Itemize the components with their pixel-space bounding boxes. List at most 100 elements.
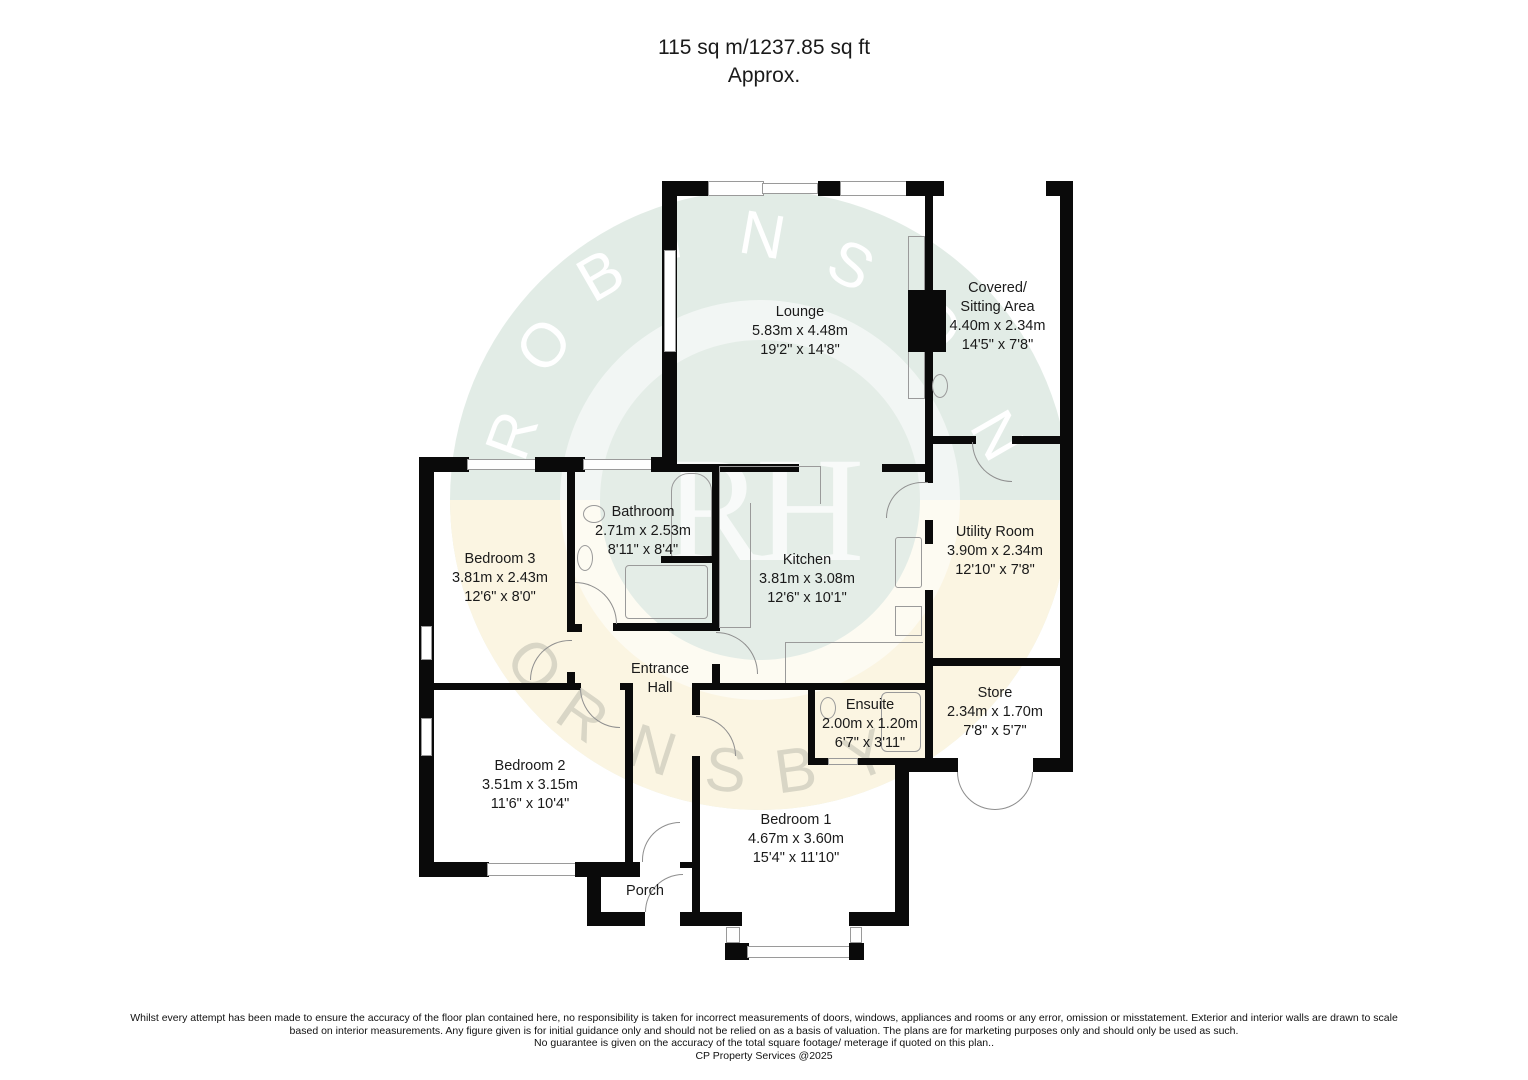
wall — [808, 686, 815, 764]
wall — [1012, 436, 1062, 444]
room-name: Covered/ — [968, 280, 1027, 296]
wall — [858, 758, 898, 765]
room-metric: 2.34m x 1.70m — [947, 704, 1043, 720]
disclaimer-line-2: based on interior measurements. Any figu… — [289, 1024, 1239, 1037]
room-name-line2: Sitting Area — [960, 299, 1035, 315]
window — [664, 250, 676, 352]
room-label-ensuite: Ensuite 2.00m x 1.20m 6'7" x 3'11" — [812, 696, 928, 753]
approx-label: Approx. — [727, 64, 801, 87]
disclaimer: Whilst every attempt has been made to en… — [0, 1012, 1528, 1062]
room-imperial: 6'7" x 3'11" — [834, 735, 906, 751]
room-metric: 3.90m x 2.34m — [947, 543, 1043, 559]
door-swing — [696, 716, 736, 756]
room-name: Porch — [626, 883, 664, 899]
copyright: CP Property Services @2025 — [695, 1049, 833, 1062]
wall — [930, 758, 958, 772]
room-label-bathroom: Bathroom 2.71m x 2.53m 8'11" x 8'4" — [583, 503, 703, 560]
room-label-covered-sitting-area: Covered/ Sitting Area 4.40m x 2.34m 14'5… — [930, 279, 1065, 355]
window — [708, 181, 764, 196]
wall — [925, 520, 933, 544]
store-door-right — [995, 772, 1033, 810]
wall — [925, 686, 933, 772]
door-swing — [575, 582, 617, 624]
room-label-store: Store 2.34m x 1.70m 7'8" x 5'7" — [932, 684, 1058, 741]
store-door-left — [957, 772, 995, 810]
window — [726, 927, 740, 943]
wall — [661, 556, 716, 563]
counter — [785, 642, 923, 688]
counter — [719, 503, 751, 628]
window — [467, 459, 537, 470]
toilet — [583, 505, 605, 523]
ensuite-door-frame — [828, 758, 858, 765]
door-swing — [886, 482, 928, 518]
room-imperial: 8'11" x 8'4" — [607, 542, 679, 558]
wall — [625, 683, 633, 863]
disclaimer-line-3: No guarantee is given on the accuracy of… — [534, 1037, 994, 1049]
window — [850, 927, 862, 943]
room-imperial: 12'10" x 7'8" — [955, 562, 1035, 578]
room-metric: 3.81m x 2.43m — [452, 570, 548, 586]
room-label-porch: Porch — [615, 882, 675, 901]
room-label-bedroom-1: Bedroom 1 4.67m x 3.60m 15'4" x 11'10" — [736, 811, 856, 868]
wall — [930, 436, 976, 444]
wall — [587, 912, 645, 926]
window — [487, 863, 577, 876]
wall — [692, 756, 700, 926]
wall — [930, 658, 1062, 666]
shower — [881, 692, 921, 752]
door-swing — [530, 640, 572, 680]
room-label-kitchen: Kitchen 3.81m x 3.08m 12'6" x 10'1" — [747, 551, 867, 608]
shower-tray — [625, 565, 708, 619]
wall — [567, 470, 575, 632]
wall — [712, 664, 720, 688]
room-imperial: 7'8" x 5'7" — [963, 723, 1027, 739]
room-name: Ensuite — [845, 697, 895, 713]
room-imperial: 11'6" x 10'4" — [490, 796, 570, 812]
room-name: Bedroom 2 — [494, 758, 566, 774]
room-metric: 5.83m x 4.48m — [752, 323, 848, 339]
wall — [680, 862, 694, 868]
room-metric: 2.71m x 2.53m — [595, 523, 691, 539]
room-name: Kitchen — [782, 552, 832, 568]
room-label-entrance-hall: Entrance Hall — [620, 660, 700, 698]
room-name: Bedroom 1 — [760, 812, 832, 828]
toilet — [820, 697, 836, 719]
door-swing — [972, 442, 1012, 482]
wall — [535, 457, 585, 472]
room-imperial: 12'6" x 8'0" — [464, 589, 536, 605]
wall — [419, 457, 434, 875]
room-name: Bathroom — [611, 504, 675, 520]
wall — [925, 440, 933, 483]
wall — [818, 181, 842, 196]
room-imperial: 14'5" x 7'8" — [961, 337, 1034, 353]
room-imperial: 12'6" x 10'1" — [767, 590, 847, 606]
door-swing — [716, 632, 758, 674]
wall — [925, 590, 933, 690]
wall — [712, 470, 720, 631]
wall — [1033, 758, 1073, 772]
room-imperial: 19'2" x 14'8" — [760, 342, 840, 358]
room-metric: 4.67m x 3.60m — [748, 831, 844, 847]
wall — [587, 862, 601, 926]
room-name: Store — [977, 685, 1013, 701]
counter — [719, 466, 821, 504]
total-area-label: 115 sq m/1237.85 sq ft — [657, 36, 871, 59]
wall — [651, 457, 677, 472]
basin — [577, 545, 593, 571]
wall — [680, 912, 742, 926]
wall — [613, 623, 716, 631]
room-name-line2: Hall — [647, 680, 673, 696]
wall — [575, 862, 640, 877]
wall — [849, 943, 864, 960]
window — [421, 718, 432, 756]
hob — [895, 606, 922, 636]
wall — [419, 457, 469, 472]
room-metric: 3.51m x 3.15m — [482, 777, 578, 793]
room-imperial: 15'4" x 11'10" — [752, 850, 840, 866]
wall — [1060, 181, 1073, 771]
window — [583, 459, 653, 470]
room-name: Utility Room — [955, 524, 1035, 540]
room-label-bedroom-3: Bedroom 3 3.81m x 2.43m 12'6" x 8'0" — [440, 550, 560, 607]
sink — [932, 374, 948, 398]
